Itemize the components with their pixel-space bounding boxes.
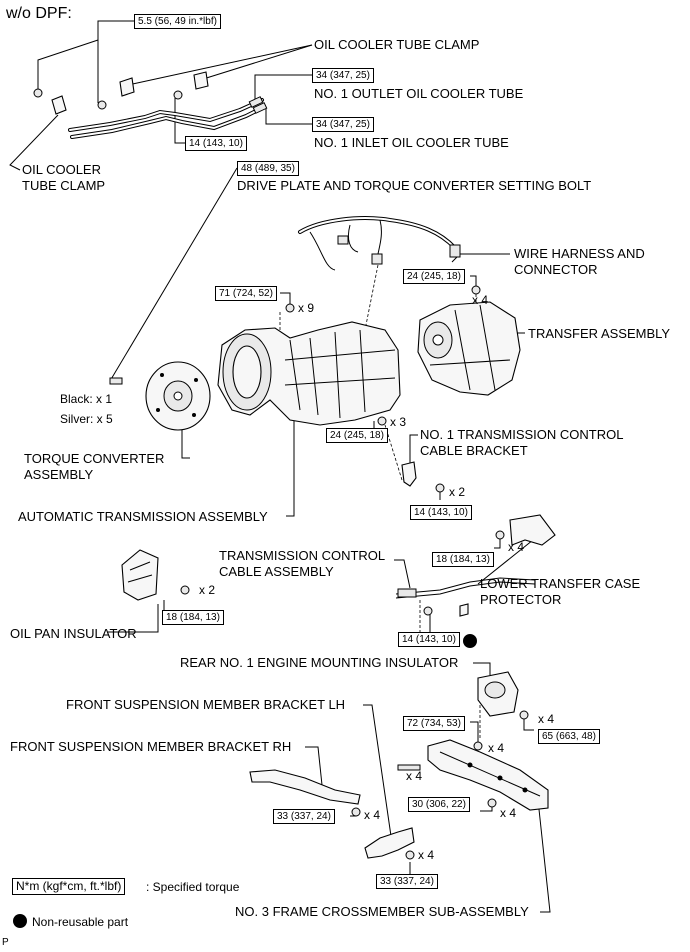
torque-protector: 18 (184, 13)	[432, 552, 494, 567]
legend-torque-desc: : Specified torque	[146, 880, 240, 894]
torque-trans-side: 24 (245, 18)	[326, 428, 388, 443]
qty-cross-72: x 4	[488, 741, 505, 755]
figure-code: P	[2, 937, 9, 948]
legend-non-reusable: Non-reusable part	[32, 915, 129, 929]
torque-oil-pan: 18 (184, 13)	[162, 610, 224, 625]
qty-transfer: x 4	[472, 293, 489, 307]
label-no1-outlet-tube: NO. 1 OUTLET OIL COOLER TUBE	[314, 86, 524, 101]
torque-converter	[109, 361, 211, 431]
label-no1-inlet-tube: NO. 1 INLET OIL COOLER TUBE	[314, 135, 509, 150]
torque-cable: 14 (143, 10)	[398, 632, 460, 647]
qty-lh: x 4	[418, 848, 435, 862]
label-silver-bolts: Silver: x 5	[60, 412, 113, 426]
torque-tube-bolt: 14 (143, 10)	[185, 136, 247, 151]
torque-mount: 65 (663, 48)	[538, 729, 600, 744]
label-wire-harness-line2: CONNECTOR	[514, 262, 598, 277]
qty-mount: x 4	[538, 712, 555, 726]
torque-lh: 33 (337, 24)	[376, 874, 438, 889]
automatic-transmission	[217, 303, 401, 426]
qty-cross-30: x 4	[500, 806, 517, 820]
torque-rh: 33 (337, 24)	[273, 809, 335, 824]
front-susp-bracket-lh	[364, 827, 415, 860]
torque-cross-72: 72 (734, 53)	[403, 716, 465, 731]
label-left-clamp-line1: OIL COOLER	[22, 162, 101, 177]
torque-outlet-tube: 34 (347, 25)	[312, 68, 374, 83]
legend-torque-key: N*m (kgf*cm, ft.*lbf)	[12, 878, 126, 895]
label-crossmember: NO. 3 FRAME CROSSMEMBER SUB-ASSEMBLY	[235, 904, 529, 919]
label-drive-plate-bolt: DRIVE PLATE AND TORQUE CONVERTER SETTING…	[237, 178, 592, 193]
label-automatic-transmission: AUTOMATIC TRANSMISSION ASSEMBLY	[18, 509, 268, 524]
label-front-susp-lh: FRONT SUSPENSION MEMBER BRACKET LH	[66, 697, 346, 712]
clamps	[33, 71, 209, 115]
oil-pan-insulator	[121, 549, 190, 601]
label-no1-bracket-line1: NO. 1 TRANSMISSION CONTROL	[420, 427, 624, 442]
torque-bracket: 14 (143, 10)	[410, 505, 472, 520]
variant-header: w/o DPF:	[6, 5, 72, 22]
label-torque-converter-line1: TORQUE CONVERTER	[24, 451, 165, 466]
label-oil-pan-insulator: OIL PAN INSULATOR	[10, 626, 137, 641]
label-oil-cooler-tube-clamp: OIL COOLER TUBE CLAMP	[314, 37, 480, 52]
qty-bracket: x 2	[449, 485, 466, 499]
transfer-assembly	[417, 285, 521, 396]
label-left-clamp-line2: TUBE CLAMP	[22, 178, 106, 193]
label-rear-engine-mount: REAR NO. 1 ENGINE MOUNTING INSULATOR	[180, 655, 459, 670]
frame-crossmember	[397, 739, 549, 811]
rear-engine-mount	[477, 671, 529, 720]
label-black-bolts: Black: x 1	[60, 392, 113, 406]
label-torque-converter-line2: ASSEMBLY	[24, 467, 94, 482]
label-cable-assembly-line1: TRANSMISSION CONTROL	[219, 548, 386, 563]
transmission-control-cable	[395, 577, 536, 617]
torque-drive-plate: 48 (489, 35)	[237, 161, 299, 176]
label-lower-transfer-line2: PROTECTOR	[480, 592, 562, 607]
qty-trans-side: x 3	[390, 415, 407, 429]
oil-cooler-tubes	[68, 96, 268, 139]
label-front-susp-rh: FRONT SUSPENSION MEMBER BRACKET RH	[10, 739, 292, 754]
label-no1-bracket-line2: CABLE BRACKET	[420, 443, 528, 458]
qty-trans-top: x 9	[298, 301, 315, 315]
torque-trans-top: 71 (724, 52)	[215, 286, 277, 301]
torque-cross-30: 30 (306, 22)	[408, 797, 470, 812]
label-lower-transfer-line1: LOWER TRANSFER CASE	[480, 576, 641, 591]
front-susp-bracket-rh	[249, 769, 361, 817]
leader-lines	[9, 20, 551, 913]
qty-protector: x 4	[508, 540, 525, 554]
label-transfer-assembly: TRANSFER ASSEMBLY	[528, 326, 671, 341]
qty-cross-bolt: x 4	[406, 769, 423, 783]
cable-bracket	[401, 461, 445, 493]
qty-oil-pan: x 2	[199, 583, 216, 597]
label-cable-assembly-line2: CABLE ASSEMBLY	[219, 564, 334, 579]
label-wire-harness-line1: WIRE HARNESS AND	[514, 246, 645, 261]
wire-harness	[298, 216, 461, 271]
legend-non-reusable-dot	[13, 914, 27, 928]
qty-rh: x 4	[364, 808, 381, 822]
torque-transfer: 24 (245, 18)	[403, 269, 465, 284]
lower-transfer-protector	[495, 514, 556, 546]
torque-clamp: 5.5 (56, 49 in.*lbf)	[134, 14, 221, 29]
non-reusable-marker-cable	[463, 634, 477, 648]
torque-inlet-tube: 34 (347, 25)	[312, 117, 374, 132]
